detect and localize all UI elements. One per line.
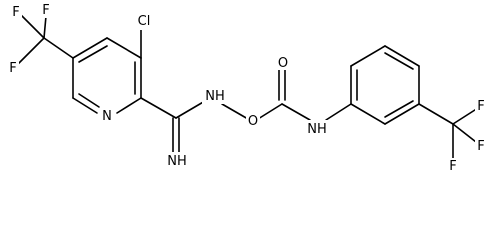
bond-cf3r-f5	[452, 123, 477, 143]
bond-cf3-f2	[43, 15, 47, 39]
bond-ring-c5-c4	[72, 37, 108, 59]
bond-cf3-f1	[19, 13, 45, 39]
atom-f6-label: F	[449, 159, 456, 174]
bond-ph-c2-c3	[350, 45, 386, 67]
bond-cf3r-f4	[452, 107, 479, 125]
atom-o-carbonyl-label: O	[278, 56, 288, 71]
bond-ph-c6-c1	[350, 103, 386, 125]
bonds	[17, 13, 479, 159]
bond-ring-c2-n	[116, 97, 142, 114]
atom-f2-label: F	[42, 3, 49, 18]
atom-f5: F	[475, 138, 487, 154]
bond-ph-cf3	[418, 103, 454, 125]
atom-labels: F F F Cl N NH O O	[7, 2, 487, 174]
bond-c2-amidine	[140, 97, 177, 119]
atom-f4: F	[475, 98, 487, 114]
atom-f3: F	[7, 60, 19, 76]
atom-f2: F	[40, 2, 52, 18]
atom-o-carbonyl: O	[276, 54, 290, 71]
atom-f5-label: F	[477, 139, 484, 154]
atom-nh-amidine-label: NH	[205, 89, 225, 104]
chemical-structure: F F F Cl N NH O O	[7, 2, 487, 174]
bond-ph-c5-c6	[384, 103, 420, 125]
bond-ring-c4-c3	[106, 37, 142, 59]
bond-cf3-ring	[43, 37, 74, 59]
bond-nh-phenyl	[325, 103, 352, 121]
bond-ph-c5-c6-inner	[384, 100, 414, 118]
bond-o-carbonyl	[257, 103, 283, 120]
bond-amidine-nh	[175, 100, 206, 119]
atom-nh-amide: NH	[304, 120, 330, 138]
atom-o-ester-label: O	[248, 114, 258, 129]
atom-nh-amidine: NH	[202, 86, 228, 104]
bond-ring-n-c6-inner	[78, 93, 100, 108]
atom-f6: F	[447, 158, 459, 174]
bond-ring-n-c6	[72, 97, 98, 114]
atom-n-ring: N	[100, 107, 114, 124]
atom-o-ester: O	[246, 112, 260, 129]
atom-f1: F	[10, 3, 22, 20]
atom-cl-label: Cl	[138, 14, 151, 29]
bond-ph-c3-c4	[384, 45, 420, 67]
atom-f4-label: F	[477, 99, 484, 114]
atom-imine-nh-label: NH	[167, 154, 187, 169]
bond-nh-o	[221, 103, 249, 120]
atom-f3-label: F	[9, 61, 16, 76]
bond-carbonyl-nh	[281, 103, 311, 121]
atom-nh-amide-label: NH	[307, 122, 327, 137]
bond-ph-c3-c4-inner	[384, 52, 414, 70]
atom-cl: Cl	[133, 12, 155, 30]
bond-cf3-f3	[17, 37, 45, 65]
atom-imine-nh: NH	[164, 152, 190, 170]
atom-f1-label: F	[12, 5, 19, 20]
atom-n-ring-label: N	[102, 109, 112, 124]
bond-ring-c5-c4-inner	[78, 45, 108, 63]
